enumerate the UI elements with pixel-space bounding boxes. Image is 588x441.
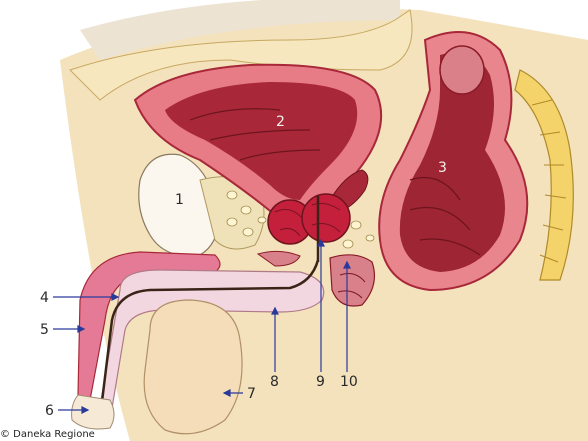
- label-7: 7: [247, 386, 256, 402]
- label-10: 10: [340, 374, 358, 390]
- glans: [72, 395, 114, 429]
- label-5: 5: [40, 322, 49, 338]
- label-8: 8: [270, 374, 279, 390]
- credit-text: © Daneka Regione: [0, 429, 95, 440]
- label-2: 2: [276, 114, 285, 130]
- rectum-fold: [440, 46, 484, 94]
- bulbourethral-gland: [330, 255, 374, 306]
- label-3: 3: [438, 160, 447, 176]
- testis: [144, 300, 242, 434]
- label-9: 9: [316, 374, 325, 390]
- label-1: 1: [175, 192, 184, 208]
- label-6: 6: [45, 403, 54, 419]
- prostate-right-lobe: [302, 194, 350, 242]
- label-4: 4: [40, 290, 49, 306]
